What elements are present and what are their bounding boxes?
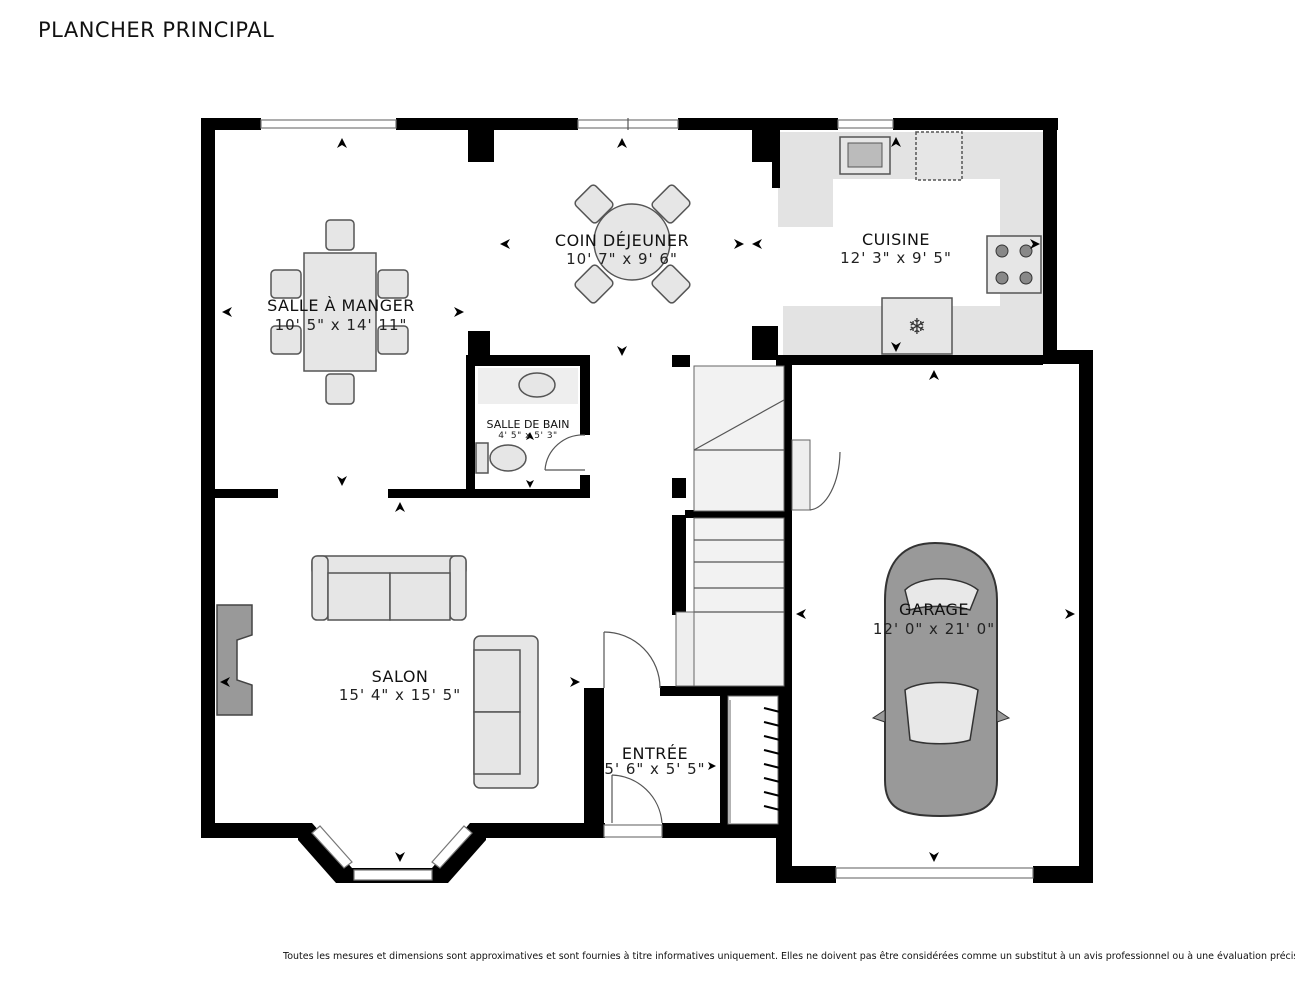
room-name-entree: ENTRÉE (622, 744, 688, 763)
kitchen-appliances: ❄ (839, 131, 1042, 355)
bathroom-fixtures (475, 368, 586, 474)
dimension-arrows (220, 137, 1075, 862)
room-dims-salle-de-bain: 4' 5" x 5' 3" (498, 431, 557, 441)
room-dims-coin-dejeuner: 10' 7" x 9' 6" (566, 250, 678, 268)
stairs (675, 365, 841, 687)
room-name-coin-dejeuner: COIN DÉJEUNER (555, 231, 689, 250)
dining-table (270, 219, 409, 405)
room-name-salon: SALON (372, 667, 429, 686)
room-dims-garage: 12' 0" x 21' 0" (873, 620, 995, 638)
room-name-salle-de-bain: SALLE DE BAIN (487, 418, 570, 431)
room-name-salle-a-manger: SALLE À MANGER (267, 296, 415, 315)
svg-text:❄: ❄ (908, 315, 926, 340)
room-dims-salon: 15' 4" x 15' 5" (339, 686, 461, 704)
fireplace (216, 604, 253, 716)
garage-car (871, 541, 1011, 818)
room-name-garage: GARAGE (899, 600, 969, 619)
room-dims-entree: 5' 6" x 5' 5" (604, 760, 705, 778)
room-labels: SALLE À MANGER 10' 5" x 14' 11" COIN DÉJ… (267, 230, 995, 778)
bay-window (298, 823, 486, 883)
entry-doors (603, 631, 781, 825)
windows (260, 118, 1034, 879)
room-name-cuisine: CUISINE (862, 230, 930, 249)
sofas (311, 555, 539, 789)
page-title: PLANCHER PRINCIPAL (38, 18, 275, 42)
disclaimer-text: Toutes les mesures et dimensions sont ap… (283, 951, 1295, 962)
room-dims-cuisine: 12' 3" x 9' 5" (840, 249, 952, 267)
room-dims-salle-a-manger: 10' 5" x 14' 11" (275, 316, 408, 334)
breakfast-table (574, 184, 691, 304)
